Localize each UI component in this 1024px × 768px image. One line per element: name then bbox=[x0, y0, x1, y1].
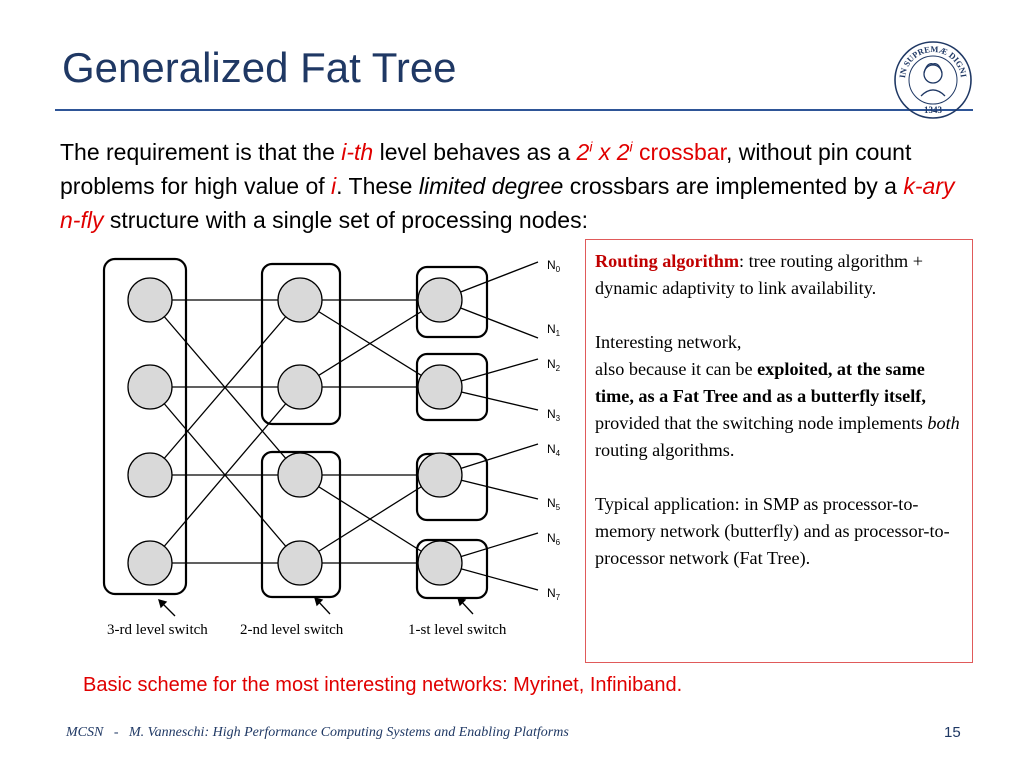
switch-node bbox=[277, 452, 323, 498]
seal-text: IN SUPREMÆ DIGNITATIS bbox=[893, 40, 969, 79]
intro-text: level behaves as a bbox=[373, 139, 577, 165]
intro-limited-degree: limited degree bbox=[418, 173, 564, 199]
intro-kary-nfly: k-ary n-fly bbox=[60, 173, 955, 233]
switch-node bbox=[127, 277, 173, 323]
switch-node bbox=[417, 540, 463, 586]
intro-text: . These bbox=[336, 173, 419, 199]
intro-text: The requirement is that the bbox=[60, 139, 342, 165]
crossbar-size: 2i x 2i bbox=[576, 138, 633, 165]
level3-switch-label: 3-rd level switch bbox=[107, 622, 208, 638]
switch-node bbox=[277, 364, 323, 410]
university-seal-logo: IN SUPREMÆ DIGNITATIS 1343 bbox=[893, 40, 972, 119]
bottom-note: Basic scheme for the most interesting ne… bbox=[83, 674, 683, 696]
level2-switch-box-bottom bbox=[260, 450, 342, 599]
level2-switch-label: 2-nd level switch bbox=[240, 622, 344, 638]
level3-switch-box bbox=[102, 257, 188, 596]
intro-text: , without pin count problems for high va… bbox=[60, 139, 912, 199]
switch-nodes bbox=[127, 277, 463, 586]
slide-title: Generalized Fat Tree bbox=[62, 44, 457, 91]
level2-switch-box-top bbox=[260, 262, 342, 426]
node-label-n7: N7 bbox=[547, 586, 561, 602]
processing-node-labels: N0 N1 N2 N3 N4 N5 N6 N7 bbox=[547, 258, 561, 602]
node-label-n5: N5 bbox=[547, 496, 561, 512]
switch-node bbox=[127, 452, 173, 498]
level1-switch-box-2 bbox=[415, 352, 489, 422]
intro-paragraph: The requirement is that the i-th level b… bbox=[60, 135, 965, 237]
application-paragraph: Typical application: in SMP as processor… bbox=[595, 494, 950, 568]
level1-switch-box-4 bbox=[415, 538, 489, 600]
switch-node bbox=[127, 540, 173, 586]
butterfly-network-diagram: N0 N1 N2 N3 N4 N5 N6 N7 3-rd level switc… bbox=[102, 257, 561, 638]
svg-text:IN SUPREMÆ DIGNITATIS: IN SUPREMÆ DIGNITATIS bbox=[893, 40, 969, 79]
switch-node bbox=[277, 540, 323, 586]
label-pointer-arrows bbox=[158, 597, 474, 617]
page-number: 15 bbox=[944, 724, 961, 741]
switch-node bbox=[417, 277, 463, 323]
switch-node bbox=[417, 452, 463, 498]
routing-title: Routing algorithm bbox=[595, 251, 739, 271]
intro-i: i bbox=[331, 173, 337, 199]
intro-ith: i-th bbox=[341, 139, 374, 165]
level1-switch-box-3 bbox=[415, 452, 489, 522]
node-label-n3: N3 bbox=[547, 407, 561, 423]
routing-paragraph: Routing algorithm: tree routing algorith… bbox=[595, 251, 924, 298]
footer-text: MCSN - M. Vanneschi: High Performance Co… bbox=[66, 725, 569, 740]
switch-node bbox=[127, 364, 173, 410]
node-label-n0: N0 bbox=[547, 258, 561, 274]
node-label-n4: N4 bbox=[547, 442, 561, 458]
node-label-n6: N6 bbox=[547, 531, 561, 547]
node-label-n1: N1 bbox=[547, 322, 561, 338]
intro-text: crossbars are implemented by a bbox=[563, 173, 904, 199]
intro-crossbar: crossbar bbox=[632, 139, 726, 165]
title-underline bbox=[55, 109, 973, 111]
interesting-paragraph: Interesting network,also because it can … bbox=[595, 332, 960, 460]
node-label-n2: N2 bbox=[547, 357, 561, 373]
intro-text: structure with a single set of processin… bbox=[103, 207, 588, 233]
level1-switch-label: 1-st level switch bbox=[408, 622, 507, 638]
switch-node bbox=[277, 277, 323, 323]
switch-node bbox=[417, 364, 463, 410]
level1-switch-box-1 bbox=[415, 265, 489, 339]
routing-info-box: Routing algorithm: tree routing algorith… bbox=[585, 239, 973, 663]
seal-year: 1343 bbox=[924, 105, 943, 115]
